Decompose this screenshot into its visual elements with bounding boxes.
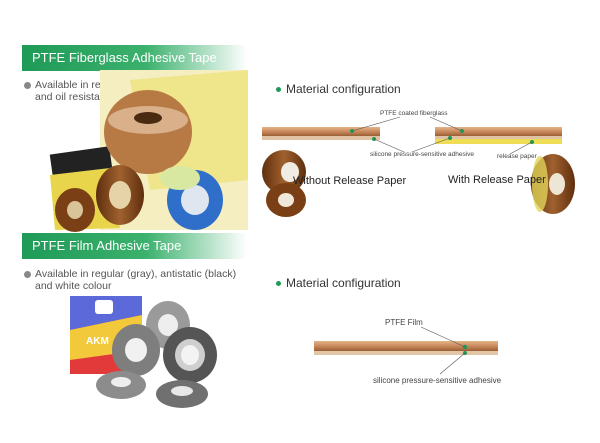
- layer-diagram-without-release: [262, 127, 380, 141]
- tape-roll-without-release: [262, 150, 306, 217]
- material-config-heading: Material configuration: [276, 276, 401, 290]
- section-title: PTFE Fiberglass Adhesive Tape: [32, 50, 217, 65]
- layer-diagram-with-release: [435, 127, 562, 144]
- leader-lines: [351, 116, 533, 155]
- section-banner-film: PTFE Film Adhesive Tape: [22, 233, 247, 259]
- fiberglass-tape-photo: [49, 70, 248, 232]
- label-ptfe-coated-fiberglass: PTFE coated fiberglass: [380, 110, 448, 117]
- film-tape-photo: AKM: [70, 296, 217, 408]
- box-brand-text: AKM: [86, 336, 109, 347]
- caption-without-release: Without Release Paper: [293, 175, 407, 187]
- section-title: PTFE Film Adhesive Tape: [32, 238, 182, 253]
- material-config-heading: Material configuration: [276, 82, 401, 96]
- caption-with-release: With Release Paper: [448, 174, 546, 186]
- film-layer-diagram: [314, 326, 498, 375]
- bullet-line-2: and white colour: [35, 280, 112, 292]
- bullet-line-1: Available in regular (gray), antistatic …: [35, 268, 237, 280]
- bullet-icon: [24, 270, 31, 278]
- bullet-icon: [24, 81, 31, 89]
- label-release-paper: release paper: [497, 153, 537, 160]
- availability-note: Available in regular (gray), antistatic …: [24, 268, 236, 292]
- tape-roll-with-release: [531, 154, 575, 214]
- section-banner-fiberglass: PTFE Fiberglass Adhesive Tape: [22, 45, 247, 71]
- green-dot-icon: [276, 87, 281, 93]
- label-ptfe-film: PTFE Film: [385, 318, 423, 327]
- label-silicone-adhesive: silicone pressure-sensitive adhesive: [370, 151, 475, 158]
- label-silicone-adhesive: silicone pressure-sensitive adhesive: [373, 376, 502, 385]
- green-dot-icon: [276, 281, 281, 287]
